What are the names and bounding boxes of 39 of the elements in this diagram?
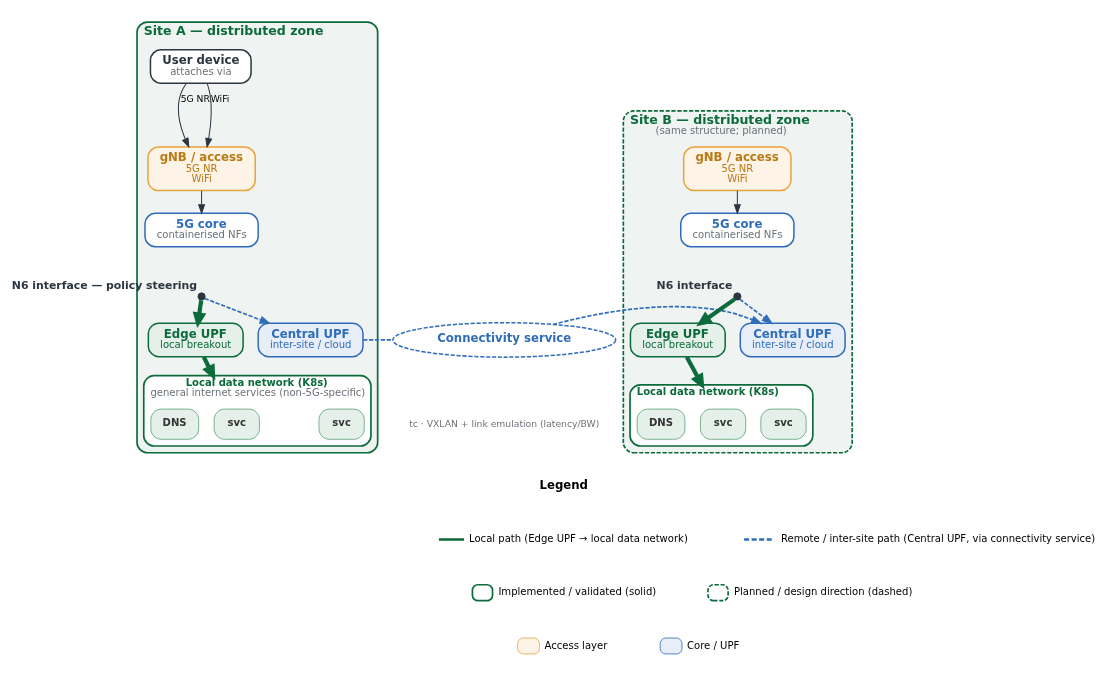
edge-label: WiFi bbox=[210, 92, 230, 104]
node-box: gNB / access 5G NR WiFi bbox=[682, 145, 792, 191]
node-circle bbox=[733, 291, 742, 301]
legend-label: Remote / inter-site path (Central UPF, via connectivity service) bbox=[780, 532, 1096, 544]
node-box: svc bbox=[700, 408, 747, 440]
node-box: Edge UPF local breakout bbox=[147, 321, 244, 357]
arrow bbox=[552, 305, 763, 325]
node-box: Central UPF inter-site / cloud bbox=[257, 321, 364, 357]
connector bbox=[362, 338, 394, 341]
legend-label: Local path (Edge UPF → local data network) bbox=[469, 532, 688, 544]
node-box: User device attaches via bbox=[149, 48, 252, 84]
arrow bbox=[205, 82, 213, 148]
legend-label: Planned / design direction (dashed) bbox=[733, 585, 913, 597]
node-box: svc bbox=[318, 408, 365, 440]
legend-label: Implemented / validated (solid) bbox=[498, 585, 657, 597]
node-box: 5G core containerised NFs bbox=[144, 211, 259, 247]
node-box: DNS bbox=[636, 408, 686, 440]
node-box: svc bbox=[213, 408, 260, 440]
node-box: DNS bbox=[150, 408, 200, 440]
legend-label: Access layer bbox=[544, 639, 608, 651]
arrow bbox=[739, 298, 774, 324]
node-box: Edge UPF local breakout bbox=[629, 321, 726, 357]
arrow bbox=[733, 189, 741, 215]
node-box: svc bbox=[760, 408, 807, 440]
edge-label: 5G NR bbox=[180, 92, 210, 104]
node-label: N6 interface bbox=[656, 278, 733, 292]
arrow bbox=[203, 297, 272, 324]
arrow bbox=[684, 355, 705, 389]
node-circle bbox=[197, 291, 206, 301]
arrow bbox=[696, 296, 736, 326]
label: Legend bbox=[539, 477, 588, 492]
legend-label: Core / UPF bbox=[687, 639, 740, 651]
node-box: Central UPF inter-site / cloud bbox=[739, 321, 846, 357]
arrow bbox=[197, 189, 206, 215]
label: tc · VXLAN + link emulation (latency/BW) bbox=[409, 417, 600, 429]
arrow bbox=[177, 82, 190, 148]
node-box: gNB / access 5G NR WiFi bbox=[147, 145, 256, 191]
node-box: 5G core containerised NFs bbox=[680, 211, 795, 247]
node-ellipse: Connectivity service bbox=[392, 321, 617, 358]
